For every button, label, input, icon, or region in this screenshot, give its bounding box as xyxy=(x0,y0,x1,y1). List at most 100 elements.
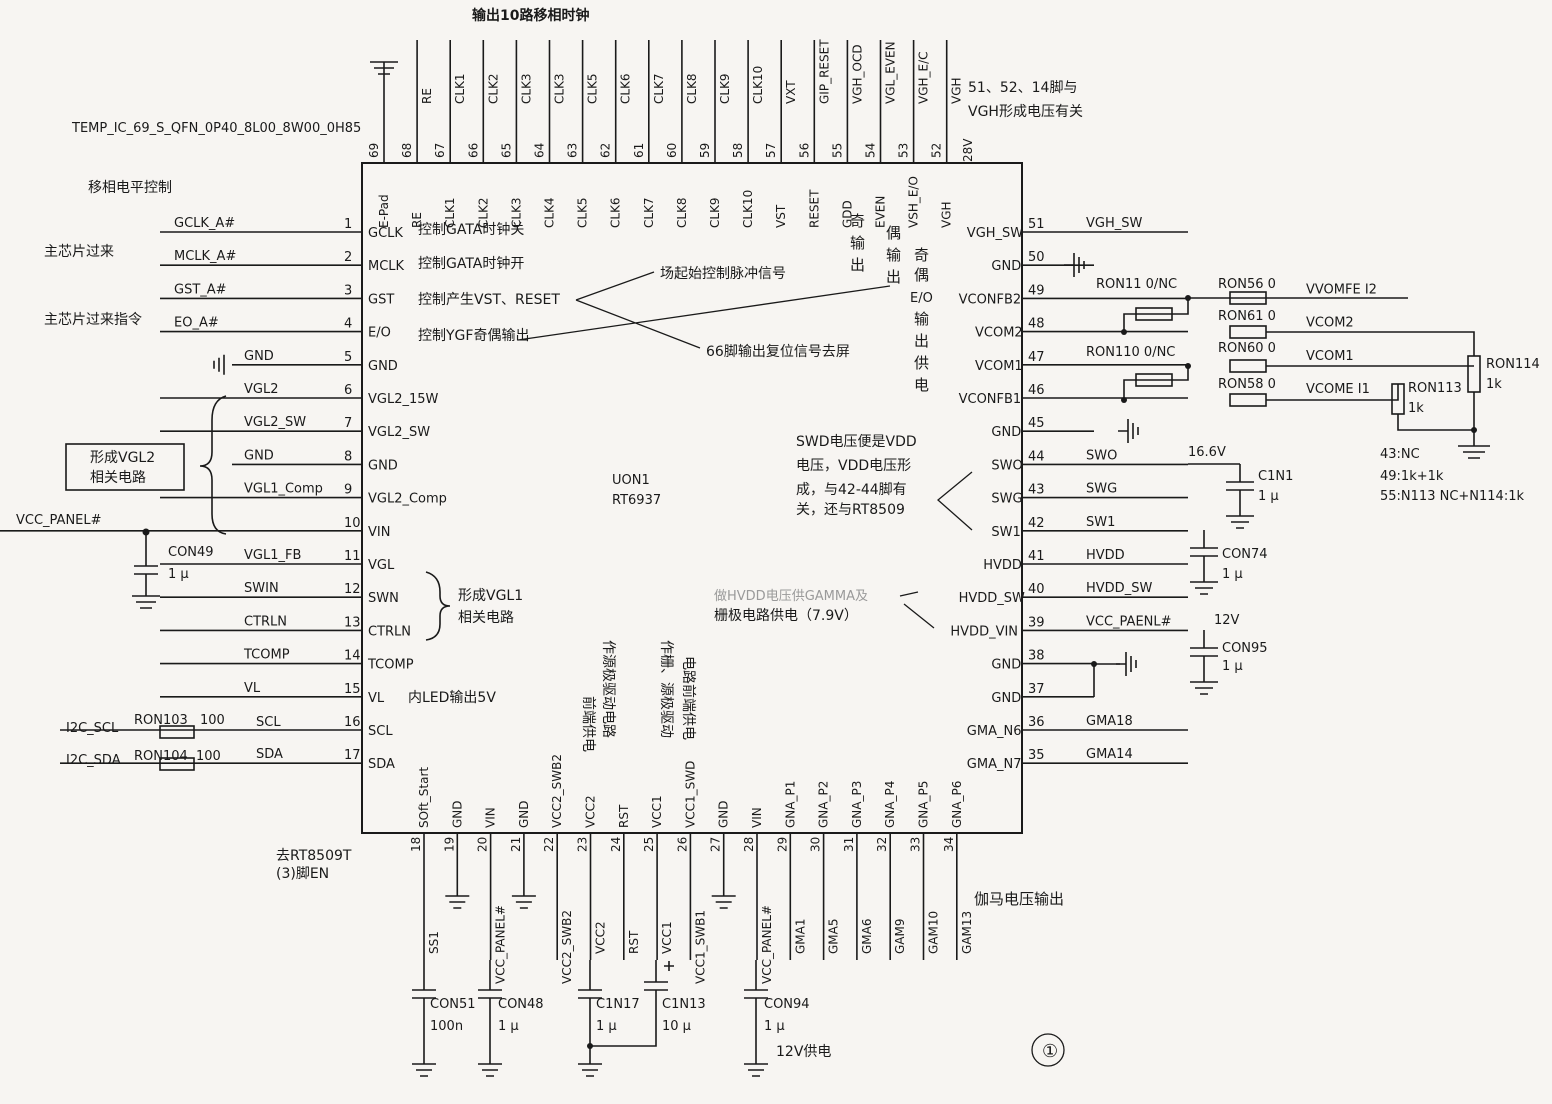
pin-65-net: CLK3 xyxy=(519,73,533,104)
pin-54-net: VGL_EVEN xyxy=(884,41,898,104)
pin-42-number: 42 xyxy=(1028,516,1045,531)
con74-label: CON74 xyxy=(1222,547,1268,562)
package-label: TEMP_IC_69_S_QFN_0P40_8L00_8W00_0H85 xyxy=(71,121,361,136)
swd-note-2: 电压，VDD电压形 xyxy=(796,458,911,474)
pin-53-net: VGH_E/C xyxy=(917,51,931,104)
even-note-3: 出 xyxy=(886,268,901,286)
field-start-note: 场起始控制脉冲信号 xyxy=(660,266,786,282)
pin-5-net: GND xyxy=(244,349,274,364)
vgl1-note-2: 相关电路 xyxy=(458,610,514,626)
vcom-node-4 xyxy=(1471,427,1477,433)
vgl1-note-1: 形成VGL1 xyxy=(458,588,523,604)
pin-4-number: 4 xyxy=(344,317,352,332)
pin-40-number: 40 xyxy=(1028,582,1045,597)
con94-value: 1 μ xyxy=(764,1019,785,1034)
pin-45-name: GND xyxy=(991,425,1021,440)
pin-58-number: 58 xyxy=(731,143,745,158)
swd-note-3: 成，与42-44脚有 xyxy=(796,482,907,498)
pin-65-number: 65 xyxy=(499,143,513,158)
pin-61-number: 61 xyxy=(632,143,646,158)
pin-24-net: RST xyxy=(627,930,641,954)
pin-9-number: 9 xyxy=(344,483,352,498)
external-components xyxy=(1121,291,1490,695)
vcc-panel-left-label: VCC_PANEL# xyxy=(16,513,102,528)
pin-3-number: 3 xyxy=(344,283,352,298)
pin-51-net: VGH_SW xyxy=(1086,216,1142,231)
pin-24-number: 24 xyxy=(609,837,623,852)
pin-33-net: GAM10 xyxy=(927,911,941,954)
hvdd-note-1: 做HVDD电压供GAMMA及 xyxy=(714,589,868,604)
pin-1-name: GCLK xyxy=(368,226,403,241)
chip-part-number: RT6937 xyxy=(612,493,661,508)
supply12-note: 12V供电 xyxy=(776,1044,831,1060)
mclk-note: 控制GATA时钟开 xyxy=(418,255,524,272)
pin-27-ground-icon xyxy=(711,895,736,909)
pin-41-net: HVDD xyxy=(1086,548,1125,563)
con74-value: 1 μ xyxy=(1222,567,1243,582)
pin-6-name: VGL2_15W xyxy=(368,392,439,407)
pin-7-number: 7 xyxy=(344,416,352,431)
pin-10-number: 10 xyxy=(344,516,361,531)
eo-supply-6: 供 xyxy=(914,354,929,372)
eo-note: 控制YGF奇偶输出 xyxy=(418,327,529,344)
pin-66-number: 66 xyxy=(466,143,480,158)
pin-19-ground-icon xyxy=(445,895,470,909)
pin-15-number: 15 xyxy=(344,682,361,697)
ron58-label: RON58 0 xyxy=(1218,377,1276,392)
vgl1-brace xyxy=(425,571,451,641)
pin-68-number: 68 xyxy=(400,143,414,158)
vcom-resistor-3 xyxy=(1229,393,1267,407)
pin-54-name: EVEN xyxy=(874,196,888,228)
nc-note-1: 43:NC xyxy=(1380,447,1420,462)
pin-13-number: 13 xyxy=(344,615,361,630)
pin-30-name: GNA_P2 xyxy=(817,781,831,828)
c1n17-value: 1 μ xyxy=(596,1019,617,1034)
pin-23-number: 23 xyxy=(576,837,590,852)
pin-65-name: CLK3 xyxy=(509,197,523,228)
pin-67-name: CLK1 xyxy=(443,197,457,228)
con49-label: CON49 xyxy=(168,545,214,560)
con51-label: CON51 xyxy=(430,997,476,1012)
pin-33-name: GNA_P5 xyxy=(917,781,931,828)
phase-level-note: 移相电平控制 xyxy=(88,180,172,196)
pin-20-net: VCC_PANEL# xyxy=(494,905,508,984)
vcc-caps-group xyxy=(578,960,674,1077)
main-chip-cmd-note: 主芯片过来指令 xyxy=(44,312,142,328)
i2c-sda-label: I2C_SDA xyxy=(66,753,121,768)
pin-32-number: 32 xyxy=(875,837,889,852)
pin-50-name: GND xyxy=(991,259,1021,274)
pin-26-number: 26 xyxy=(675,837,689,852)
pin-8-net: GND xyxy=(244,448,274,463)
pin-41-name: HVDD xyxy=(983,558,1022,573)
pin-19-name: GND xyxy=(450,800,464,828)
pin-51-name: VGH_SW xyxy=(967,226,1023,241)
pin-46-number: 46 xyxy=(1028,383,1045,398)
pin-48-number: 48 xyxy=(1028,317,1045,332)
pin-46-name: VCONFB1 xyxy=(959,392,1022,407)
pin-11-name: VGL xyxy=(368,558,395,573)
left-pins: 1GCLKGCLK_A#2MCLKMCLK_A#3GSTGST_A#4E/OEO… xyxy=(0,216,447,772)
ron110-resistor xyxy=(1135,373,1173,387)
pin-49-net: VVOMFE I2 xyxy=(1306,282,1377,297)
pin-38-name: GND xyxy=(991,658,1021,673)
epad-ground-icon xyxy=(370,61,398,75)
pin-56-net: GIP_RESET xyxy=(817,39,831,104)
pin-58-net: CLK10 xyxy=(751,66,765,104)
pin-44-number: 44 xyxy=(1028,449,1045,464)
pin-32-net: GAM9 xyxy=(893,919,907,955)
pin-14-number: 14 xyxy=(344,649,361,664)
pin-5-name: GND xyxy=(368,359,398,374)
pin-34-number: 34 xyxy=(942,837,956,852)
rt8509-note-2: (3)脚EN xyxy=(276,866,329,882)
pin-49-number: 49 xyxy=(1028,283,1045,298)
pin-30-net: GMA5 xyxy=(827,919,841,955)
pin-9-name: VGL2_Comp xyxy=(368,492,447,507)
pin-18-number: 18 xyxy=(409,837,423,852)
pin-35-name: GMA_N7 xyxy=(967,757,1022,772)
c1n1-label: C1N1 xyxy=(1258,469,1293,484)
pin-26-name: VCC1_SWD xyxy=(683,761,697,828)
pin-34-name: GNA_P6 xyxy=(950,781,964,828)
con48-label: CON48 xyxy=(498,997,544,1012)
pin-35-number: 35 xyxy=(1028,748,1045,763)
